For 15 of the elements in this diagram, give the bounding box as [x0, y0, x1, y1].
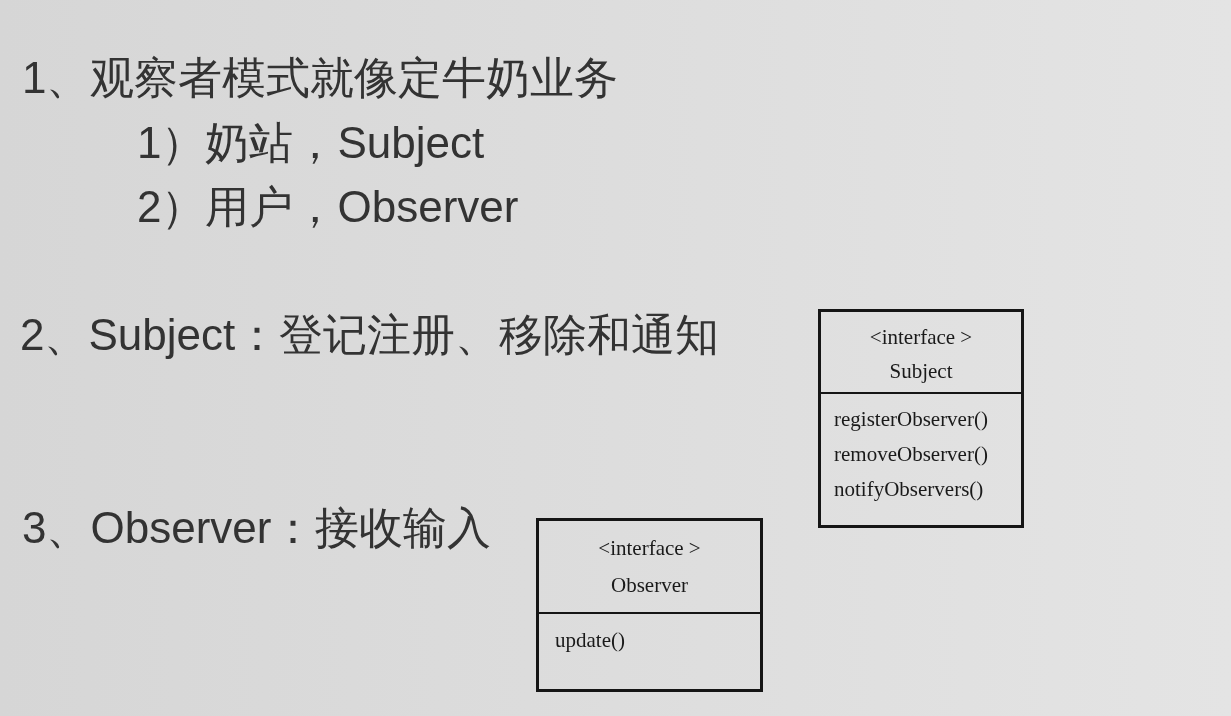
method-name: removeObserver()	[834, 442, 988, 466]
interface-box	[536, 518, 763, 692]
method-name: notifyObservers()	[834, 477, 984, 501]
method-name: registerObserver()	[834, 407, 988, 431]
stereotype-label: <interface >	[869, 325, 973, 349]
sub-list-item: 1）奶站，Subject	[137, 117, 485, 169]
list-item: 2、Subject：登记注册、移除和通知	[20, 309, 720, 361]
sub-list-item: 2）用户，Observer	[137, 181, 519, 233]
interface-name: Subject	[889, 359, 953, 383]
interface-name: Observer	[611, 573, 688, 597]
list-item: 3、Observer：接收输入	[22, 502, 492, 554]
interface-box	[818, 309, 1024, 528]
stereotype-label: <interface >	[598, 536, 701, 560]
method-name: update()	[555, 628, 625, 652]
list-item: 1、观察者模式就像定牛奶业务	[22, 52, 619, 104]
